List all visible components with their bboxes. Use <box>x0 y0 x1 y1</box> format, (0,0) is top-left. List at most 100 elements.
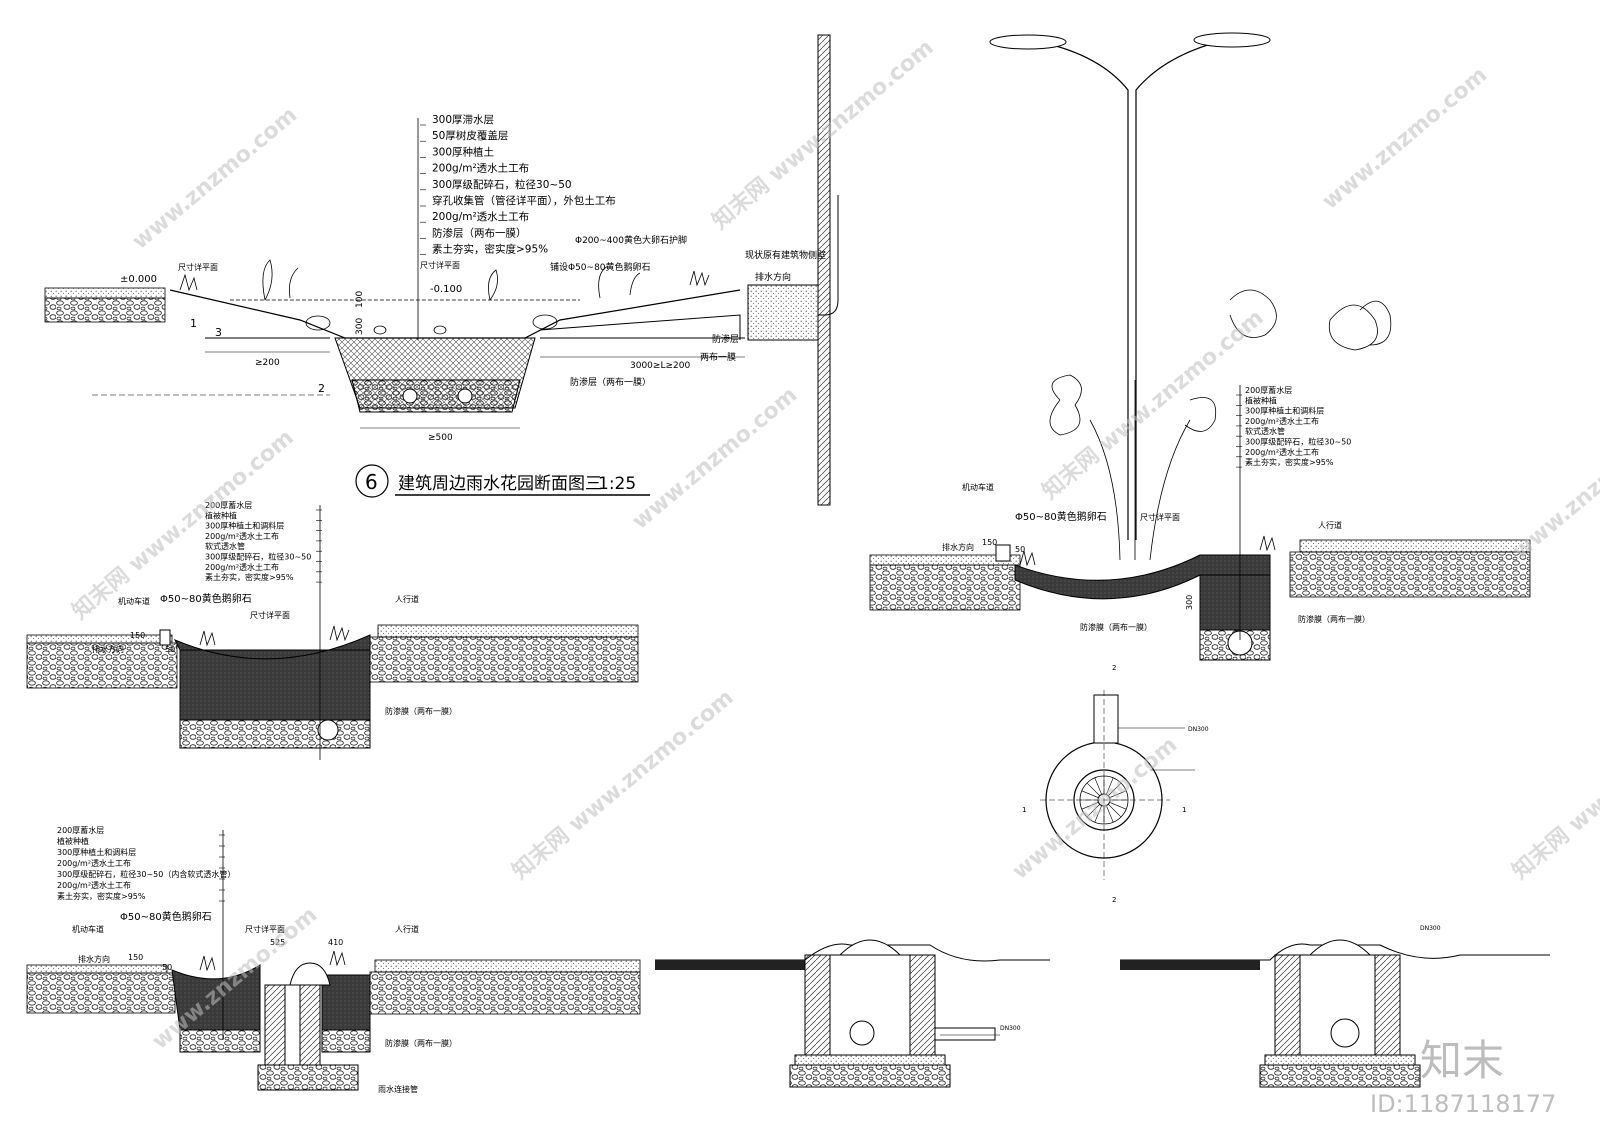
s6-dim-200-label: ≥200 <box>255 358 280 368</box>
mid-layer-0: 200厚蓄水层 <box>205 500 252 510</box>
right-impervious: 防渗膜（两布一膜） <box>1298 614 1370 624</box>
detail-b <box>1120 939 1550 1088</box>
mid-pebble: Φ50~80黄色鹅卵石 <box>160 592 252 605</box>
lamp-head-right <box>1193 32 1271 48</box>
mid-dim-plan: 尺寸详平面 <box>250 610 290 620</box>
s6-slope-1: 1 <box>190 317 197 330</box>
s6-layer-6: 200g/m²透水土工布 <box>432 210 529 223</box>
s6-paving-left <box>44 287 166 299</box>
s6-wall-foot <box>747 284 819 341</box>
mid-impervious: 防渗膜（两布一膜） <box>385 706 457 716</box>
section-6 <box>44 34 839 506</box>
bot-dim-plan: 尺寸详平面 <box>245 924 285 934</box>
bot-layer-5: 200g/m²透水土工布 <box>57 880 131 890</box>
right-dim-plan: 尺寸详平面 <box>1140 512 1180 522</box>
right-walk: 人行道 <box>1318 520 1342 530</box>
s6-slope-3: 3 <box>215 326 222 339</box>
mid-layer-7: 素土夯实，密实度>95% <box>205 572 294 582</box>
bot-d150: 150 <box>128 953 143 962</box>
mid-layer-3: 200g/m²透水土工布 <box>205 531 279 541</box>
watermark-text: www.znzmo.com <box>128 103 302 255</box>
mid-layer-4: 软式透水管 <box>205 541 245 551</box>
bot-road: 机动车道 <box>72 924 104 934</box>
s6-title: 建筑周边雨水花园断面图三 <box>398 474 602 494</box>
watermark-text: www.znzmo.com <box>628 383 802 535</box>
plan-mark-left: 1 <box>1022 806 1026 814</box>
bot-drain: 排水方向 <box>78 954 110 964</box>
s6-base-left <box>44 297 166 323</box>
watermark-logo: 知末 <box>1420 1036 1504 1085</box>
bot-layer-6: 素土夯实，密实度>95% <box>57 891 146 901</box>
s6-wall-note: 现状原有建筑物侧壁 <box>745 249 826 261</box>
s6-layer-1: 50厚树皮覆盖层 <box>432 129 508 142</box>
s6-layer-labels: 300厚滞水层50厚树皮覆盖层300厚种植土200g/m²透水土工布300厚级配… <box>420 114 616 256</box>
bot-pebble: Φ50~80黄色鹅卵石 <box>120 910 212 923</box>
tree <box>1049 289 1392 561</box>
bot-d525: 525 <box>270 938 285 947</box>
section-mid <box>26 505 639 760</box>
right-layer-3: 200g/m²透水土工布 <box>1245 416 1319 426</box>
s6-level: -0.100 <box>430 284 462 295</box>
bot-walk: 人行道 <box>395 924 419 934</box>
detail-b-pipe: DN300 <box>1420 925 1441 932</box>
s6-stone-toe: Φ200~400黄色大卵石护脚 <box>575 234 687 246</box>
grate-spoke <box>1106 777 1114 795</box>
mid-layer-2: 300厚种植土和调料层 <box>205 521 284 531</box>
bot-layer-3: 200g/m²透水土工布 <box>57 858 131 868</box>
s6-impervious-3: 防渗层（两布一膜） <box>570 376 651 388</box>
bot-d410: 410 <box>328 938 343 947</box>
right-drain: 排水方向 <box>942 542 974 552</box>
s6-plants <box>179 259 710 301</box>
grate-spoke <box>1109 802 1127 810</box>
s6-drain-dir: 排水方向 <box>755 271 791 283</box>
right-layer-2: 300厚种植土和调料层 <box>1245 406 1324 416</box>
watermark-text: 知末网 www.znzmo.com <box>1507 684 1600 884</box>
s6-impervious-2: 两布一膜 <box>700 351 736 363</box>
s6-pipe-2 <box>457 388 473 404</box>
mid-d50: 50 <box>165 645 175 654</box>
right-d150: 150 <box>982 538 997 547</box>
bot-outlet: 雨水连接管 <box>378 1084 418 1094</box>
s6-pebble: 铺设Φ50~80黄色鹅卵石 <box>550 261 651 273</box>
s6-pipe-1 <box>402 388 418 404</box>
mid-road: 机动车道 <box>118 596 150 606</box>
s6-dim-plan-mid: 尺寸详平面 <box>420 260 460 270</box>
watermark-text: 知末网 www.znzmo.com <box>1037 304 1268 504</box>
plan-view <box>1040 690 1195 880</box>
bot-d50: 50 <box>162 963 172 972</box>
bottom-layer-labels: 200厚蓄水层植被种植300厚种植土和调料层200g/m²透水土工布300厚级配… <box>57 825 235 902</box>
right-layer-0: 200厚蓄水层 <box>1245 385 1292 395</box>
s6-dim-100: 100 <box>355 291 365 308</box>
watermark-text: 知末网 www.znzmo.com <box>507 684 738 884</box>
s6-dim-l-label: 3000≥L≥200 <box>630 361 690 371</box>
detail-a <box>655 939 1050 1088</box>
bot-layer-0: 200厚蓄水层 <box>57 825 104 835</box>
plan-mark-top: 2 <box>1112 664 1116 672</box>
s6-layer-4: 300厚级配碎石，粒径30~50 <box>432 178 572 191</box>
s6-downpipe <box>818 195 839 316</box>
bot-impervious: 防渗膜（两布一膜） <box>385 1038 457 1048</box>
s6-datum: ±0.000 <box>120 274 157 285</box>
s6-title-number: 6 <box>365 470 378 494</box>
right-layer-4: 软式透水管 <box>1245 426 1285 436</box>
s6-liner-slope <box>539 314 741 340</box>
right-layer-1: 植被种植 <box>1245 395 1277 405</box>
s6-dim-500-label: ≥500 <box>428 433 453 443</box>
right-layer-7: 素土夯实，密实度>95% <box>1245 457 1334 467</box>
section-right <box>869 32 1531 661</box>
mid-d150: 150 <box>130 631 145 640</box>
grate-spoke <box>1086 804 1100 818</box>
grate-spoke <box>1086 782 1100 796</box>
mid-layer-5: 300厚级配碎石，粒径30~50 <box>205 552 311 562</box>
s6-layer-2: 300厚种植土 <box>432 145 494 158</box>
bot-layer-1: 植被种植 <box>57 836 89 846</box>
right-road: 机动车道 <box>962 482 994 492</box>
s6-basin-surface <box>169 289 741 339</box>
right-impervious-2: 防渗膜（两布一膜） <box>1080 622 1152 632</box>
s6-impervious-1: 防渗层 <box>712 333 739 345</box>
watermark-text: www.znzmo.com <box>1318 63 1492 215</box>
plan-mark-right: 1 <box>1182 806 1186 814</box>
plan-mark-bottom: 2 <box>1112 896 1116 904</box>
grate-spoke <box>1108 804 1122 818</box>
